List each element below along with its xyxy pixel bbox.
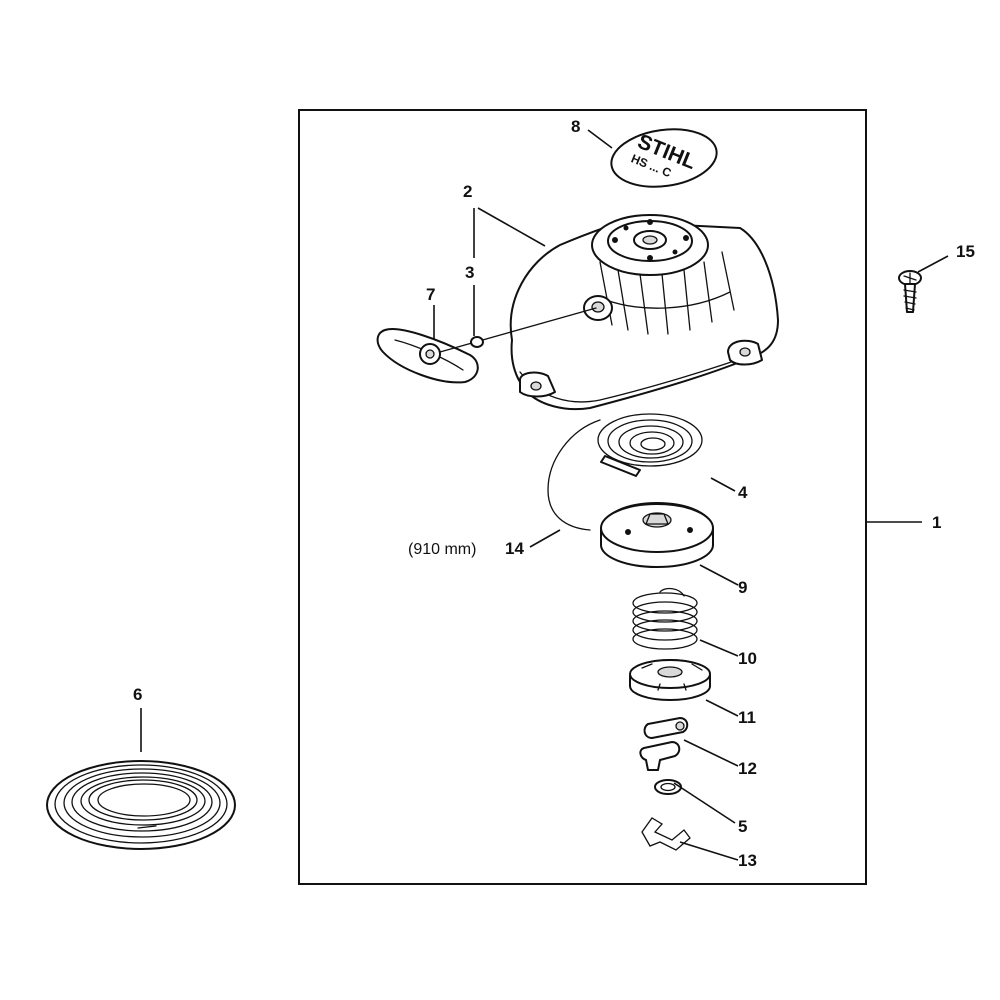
callout-2: 2 xyxy=(463,182,472,201)
callout-11: 11 xyxy=(738,708,756,727)
washer xyxy=(654,779,682,795)
callout-7: 7 xyxy=(426,285,435,304)
starter-rope-grommet xyxy=(439,307,597,353)
logo-badge: STIHL HS ... C xyxy=(610,128,718,188)
callout-4: 4 xyxy=(738,483,748,502)
starter-rope xyxy=(547,419,601,531)
callout-1: 1 xyxy=(932,513,941,532)
rewind-spring-in-assembly xyxy=(597,413,703,477)
callout-10: 10 xyxy=(738,649,757,668)
screw xyxy=(898,270,922,313)
pawls xyxy=(639,717,689,771)
fan-housing xyxy=(509,214,779,411)
pawl-carrier xyxy=(629,659,711,701)
callout-9: 9 xyxy=(738,578,747,597)
starter-grip xyxy=(376,328,479,384)
rewind-spring xyxy=(46,760,236,850)
callout-12: 12 xyxy=(738,759,757,778)
callout-13: 13 xyxy=(738,851,757,870)
callout-8: 8 xyxy=(571,117,580,136)
callout-14: 14 xyxy=(505,539,524,558)
callout-6: 6 xyxy=(133,685,142,704)
assembly-frame xyxy=(298,109,867,885)
callout-5: 5 xyxy=(738,817,747,836)
callout-3: 3 xyxy=(465,263,474,282)
compression-spring xyxy=(632,587,698,650)
callout-15: 15 xyxy=(956,242,975,261)
spring-clip xyxy=(641,817,691,851)
rope-rotor xyxy=(600,502,714,568)
rope-length-note: (910 mm) xyxy=(408,541,476,558)
